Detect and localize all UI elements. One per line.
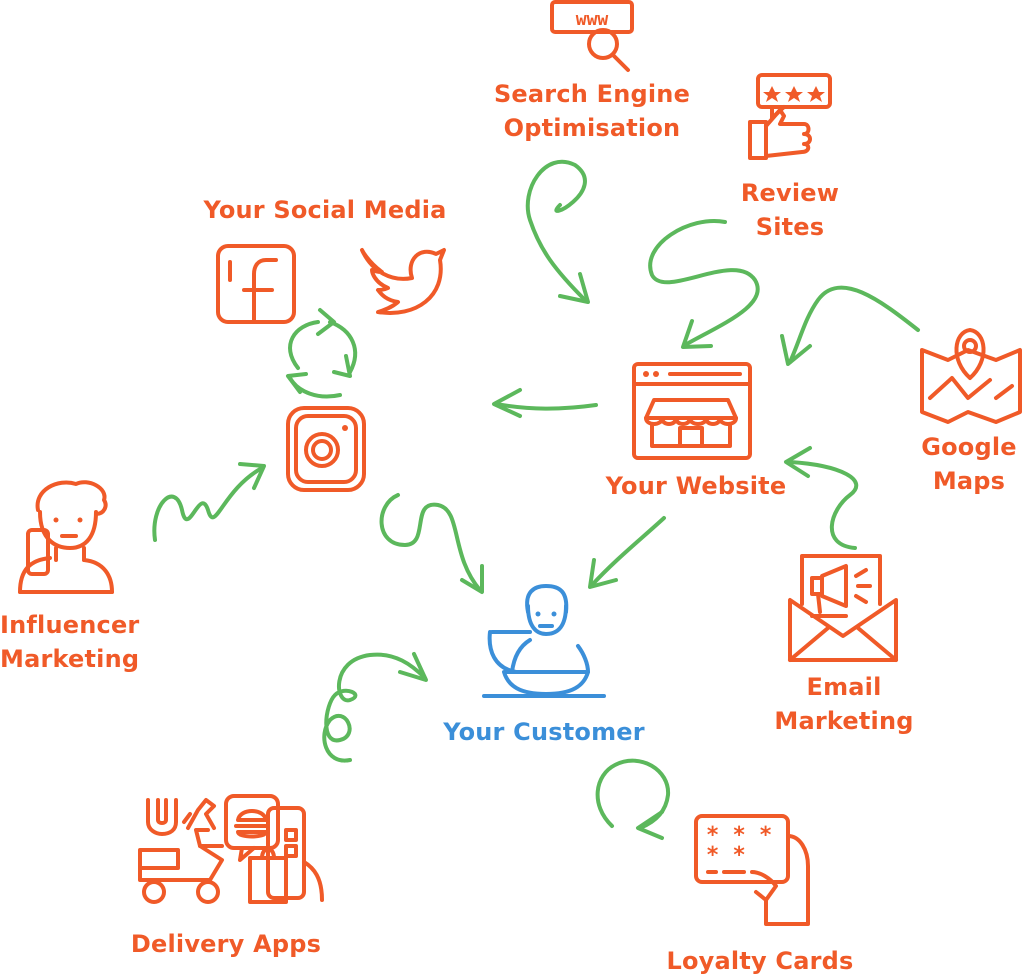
label-customer-line1: Your Customer (443, 718, 645, 746)
arrow-seo-to-website (525, 159, 590, 304)
label-email: Email Marketing (764, 670, 924, 738)
arrow-website-to-customer (588, 516, 666, 589)
label-reviews-line2: Sites (755, 213, 825, 241)
label-website: Your Website (590, 469, 802, 503)
label-maps: Google Maps (914, 430, 1024, 498)
svg-text:* *: * * (706, 843, 746, 868)
label-influencer-line1: Influencer (0, 611, 140, 639)
instagram-icon (286, 406, 366, 492)
label-email-line2: Marketing (774, 707, 914, 735)
arrow-customer-to-loyalty (595, 758, 671, 840)
arrow-website-to-social (492, 388, 598, 418)
arrow-maps-to-website (780, 285, 920, 366)
loyalty-card-icon: * * * * * (694, 814, 810, 926)
arrow-influencer-to-social (152, 462, 266, 542)
person-phone-icon (18, 480, 114, 594)
label-website-line1: Your Website (605, 472, 787, 500)
label-seo-line2: Optimisation (503, 114, 681, 142)
label-influencer: Influencer Marketing (0, 608, 140, 676)
label-influencer-line2: Marketing (0, 645, 140, 673)
label-seo: Search Engine Optimisation (472, 77, 712, 145)
label-maps-line2: Maps (932, 467, 1006, 495)
label-reviews-line1: Review (740, 179, 840, 207)
storefront-browser-icon (632, 362, 752, 460)
label-customer: Your Customer (436, 715, 652, 749)
label-reviews: Review Sites (700, 176, 880, 244)
map-pin-icon (920, 328, 1022, 424)
email-megaphone-icon (788, 554, 898, 662)
label-maps-line1: Google (921, 433, 1017, 461)
twitter-icon (360, 248, 446, 315)
social-cycle-arrows (286, 308, 358, 399)
arrow-social-to-customer (379, 493, 484, 594)
arrow-delivery-to-customer (322, 652, 428, 763)
label-email-line1: Email (806, 673, 882, 701)
label-social-line1: Your Social Media (203, 196, 447, 224)
label-social: Your Social Media (182, 193, 468, 227)
facebook-icon (216, 244, 296, 324)
label-loyalty: Loyalty Cards (656, 944, 864, 978)
label-seo-line1: Search Engine (493, 80, 691, 108)
diner-icon (482, 584, 606, 698)
delivery-scooter-icon (138, 794, 324, 904)
label-loyalty-line1: Loyalty Cards (666, 947, 854, 975)
arrow-reviews-to-website (648, 219, 760, 349)
label-delivery: Delivery Apps (120, 927, 332, 961)
svg-text:* * *: * * * (706, 823, 772, 848)
arrow-email-to-website (784, 446, 859, 550)
thumbs-up-review-icon (748, 73, 832, 160)
svg-text:www: www (576, 9, 609, 30)
label-delivery-line1: Delivery Apps (130, 930, 322, 958)
www-search-icon: www (550, 0, 634, 72)
